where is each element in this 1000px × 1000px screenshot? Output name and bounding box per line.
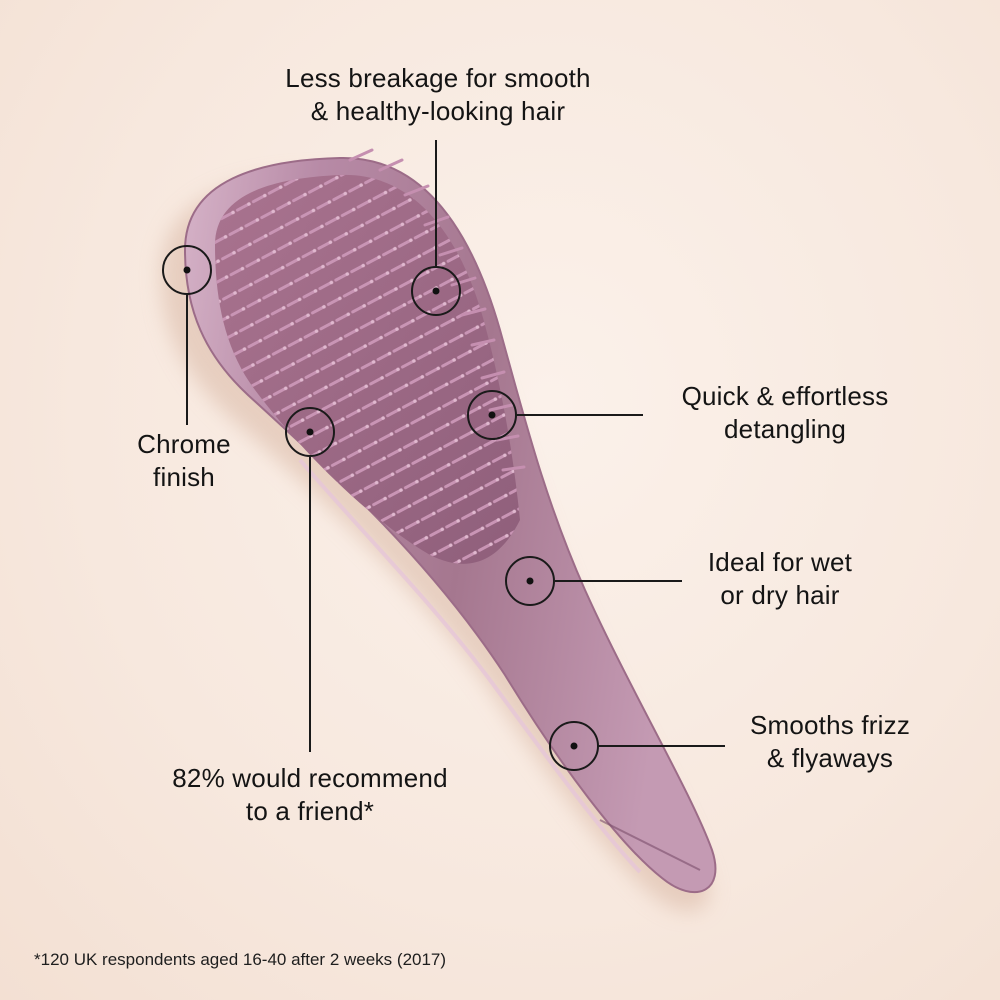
callout-wet-or-dry: Ideal for wet or dry hair	[680, 546, 880, 612]
callout-text: Less breakage for smooth	[285, 63, 591, 93]
callout-text: Ideal for wet	[707, 547, 853, 577]
callout-text: & healthy-looking hair	[310, 96, 566, 126]
callout-chrome-finish: Chrome finish	[100, 428, 268, 494]
callout-smooths-frizz: Smooths frizz & flyaways	[725, 709, 935, 775]
callout-circle-wet-dry	[505, 556, 555, 606]
callout-text: or dry hair	[720, 580, 840, 610]
callout-circle-frizz	[549, 721, 599, 771]
callout-text: detangling	[724, 414, 846, 444]
callout-circle-detangling	[467, 390, 517, 440]
callout-text: 82% would recommend	[172, 763, 448, 793]
callout-circle-less-breakage	[411, 266, 461, 316]
callout-circle-recommend	[285, 407, 335, 457]
callout-text: to a friend*	[245, 796, 375, 826]
callout-less-breakage: Less breakage for smooth & healthy-looki…	[248, 62, 628, 128]
callout-recommend: 82% would recommend to a friend*	[130, 762, 490, 828]
callout-text: Chrome	[137, 429, 231, 459]
callout-text: Smooths frizz	[749, 710, 911, 740]
callout-circle-chrome	[162, 245, 212, 295]
callout-text: finish	[153, 462, 215, 492]
callout-text: & flyaways	[766, 743, 894, 773]
survey-footnote: *120 UK respondents aged 16-40 after 2 w…	[34, 950, 447, 969]
callout-text: Quick & effortless	[681, 381, 889, 411]
callout-quick-detangling: Quick & effortless detangling	[650, 380, 920, 446]
